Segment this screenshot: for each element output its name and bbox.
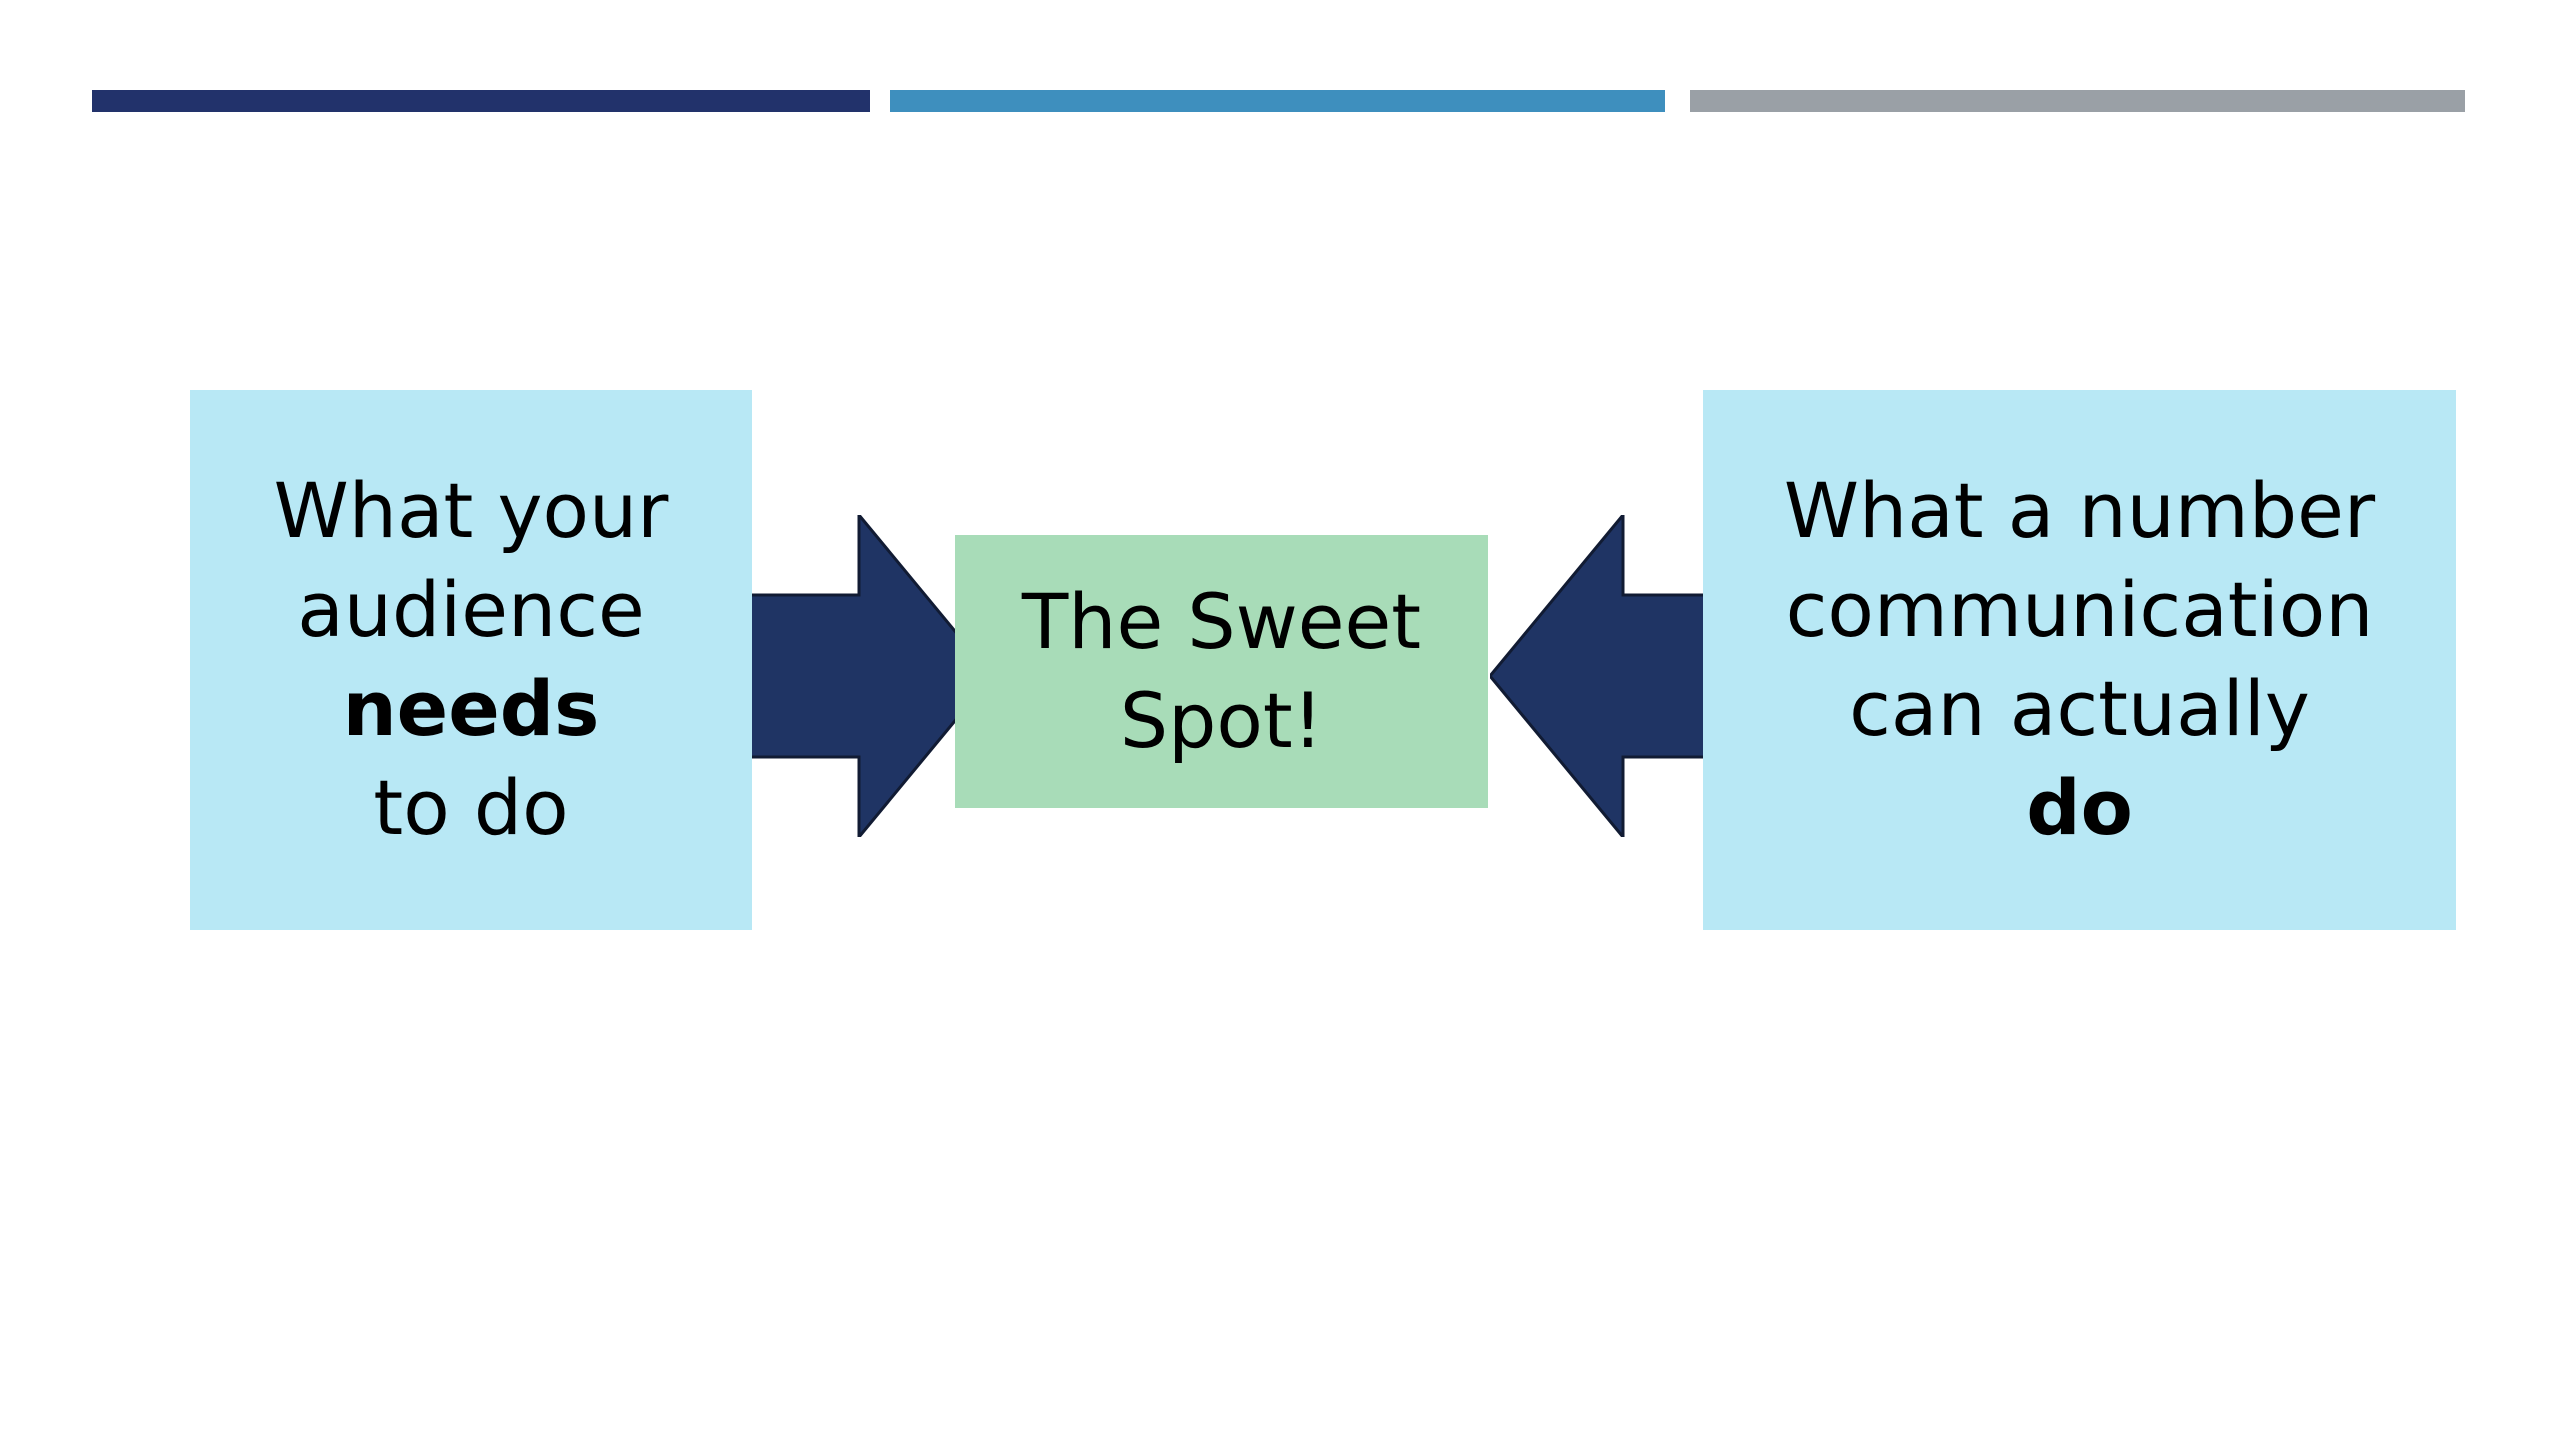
number-communication-line-4: do xyxy=(2026,762,2133,852)
number-communication-line-1: What a number xyxy=(1783,466,2376,556)
top-rule-gray xyxy=(1690,90,2465,112)
audience-needs-line-3: needs xyxy=(342,664,600,753)
top-rule-blue xyxy=(890,90,1665,112)
audience-needs-line-4: to do xyxy=(373,762,569,852)
arrow-right-icon xyxy=(742,515,992,837)
top-rule-navy xyxy=(92,90,870,112)
number-communication-line-3: can actually xyxy=(1849,664,2310,753)
audience-needs-box: What your audience needs to do xyxy=(190,390,752,930)
sweet-spot-line-1: The Sweet xyxy=(1021,576,1422,666)
number-communication-line-2: communication xyxy=(1785,565,2374,655)
audience-needs-line-2: audience xyxy=(297,565,645,655)
audience-needs-line-1: What your xyxy=(273,466,669,556)
sweet-spot-line-2: Spot! xyxy=(1119,675,1324,765)
number-communication-box: What a number communication can actually… xyxy=(1703,390,2456,930)
sweet-spot-box: The Sweet Spot! xyxy=(955,535,1488,808)
